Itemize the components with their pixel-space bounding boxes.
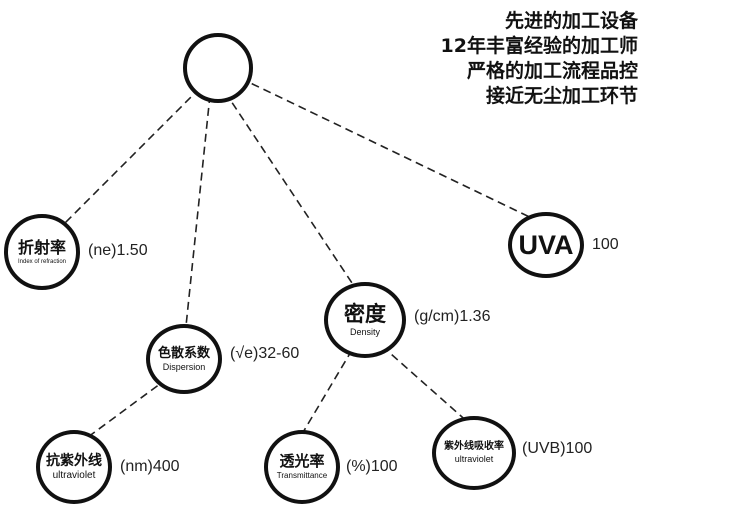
connector-dispersion-uvresist bbox=[83, 377, 169, 441]
uvb-node: 紫外线吸收率 ultraviolet bbox=[432, 416, 516, 490]
dispersion-title: 色散系数 bbox=[157, 345, 210, 361]
uva-title: UVA bbox=[518, 229, 574, 260]
density-title: 密度 bbox=[344, 301, 386, 326]
refraction-subtitle: Index of refraction bbox=[17, 258, 67, 265]
density-value: (g/cm)1.36 bbox=[414, 308, 491, 325]
dispersion-value: (√e)32-60 bbox=[230, 345, 300, 362]
connector-root-refraction bbox=[59, 87, 201, 229]
transmittance-value: (%)100 bbox=[346, 458, 398, 475]
refraction-node: 折射率 Index of refraction bbox=[4, 214, 80, 290]
uvb-title: 紫外线吸收率 bbox=[444, 441, 504, 452]
connector-root-density bbox=[224, 91, 359, 293]
connector-root-uva bbox=[239, 77, 541, 223]
connector-density-uvb bbox=[381, 345, 471, 425]
density-node: 密度 Density bbox=[324, 282, 406, 358]
root-node bbox=[183, 33, 253, 103]
uvb-value: (UVB)100 bbox=[522, 440, 593, 457]
dispersion-subtitle: Dispersion bbox=[162, 361, 206, 372]
uv-resist-value: (nm)400 bbox=[120, 458, 180, 475]
uva-node: UVA bbox=[508, 212, 584, 278]
uv-resist-node: 抗紫外线 ultraviolet bbox=[36, 430, 112, 504]
refraction-value: (ne)1.50 bbox=[88, 242, 148, 259]
connector-root-dispersion bbox=[185, 94, 211, 327]
tagline-4: 接近无尘加工环节 bbox=[485, 85, 638, 107]
uv-resist-title: 抗紫外线 bbox=[46, 452, 102, 469]
uvb-subtitle: ultraviolet bbox=[454, 454, 494, 464]
transmittance-node: 透光率 Transmittance bbox=[264, 430, 340, 504]
uva-value: 100 bbox=[592, 236, 619, 253]
tagline-1: 先进的加工设备 bbox=[504, 10, 638, 32]
dispersion-node: 色散系数 Dispersion bbox=[146, 324, 222, 394]
tagline-3: 严格的加工流程品控 bbox=[466, 60, 638, 82]
uv-resist-subtitle: ultraviolet bbox=[52, 469, 96, 481]
tagline-2: 12年丰富经验的加工师 bbox=[440, 35, 638, 57]
transmittance-subtitle: Transmittance bbox=[276, 471, 328, 480]
density-subtitle: Density bbox=[349, 326, 380, 337]
refraction-title: 折射率 bbox=[17, 237, 66, 257]
connector-density-transmittance bbox=[301, 349, 353, 435]
transmittance-title: 透光率 bbox=[279, 452, 325, 470]
